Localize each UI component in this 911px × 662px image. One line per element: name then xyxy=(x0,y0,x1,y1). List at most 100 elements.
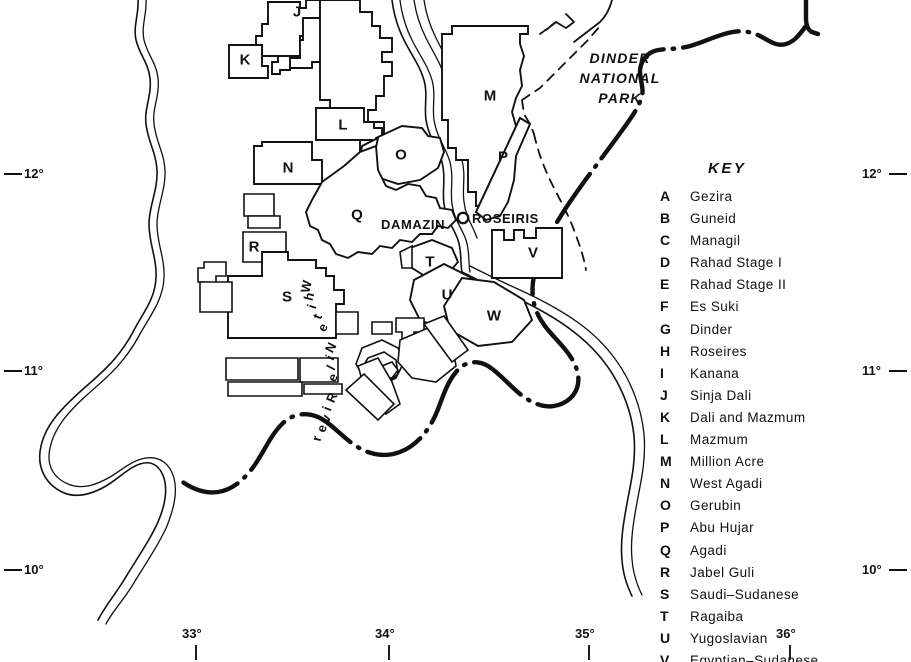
key-entry-t: T Ragaiba xyxy=(660,608,875,630)
lat-label-11-right: 11° xyxy=(862,363,881,378)
key-entry-b: B Guneid xyxy=(660,210,875,232)
key-entry-name: Kanana xyxy=(690,365,740,381)
key-entry-d: D Rahad Stage I xyxy=(660,254,875,276)
scheme-label-S: S xyxy=(281,288,293,306)
white-nile-river-shape xyxy=(39,0,177,625)
key-entry-o: O Gerubin xyxy=(660,497,875,519)
key-entry-m: M Million Acre xyxy=(660,453,875,475)
key-entry-letter: E xyxy=(660,276,670,293)
key-entry-name: Es Suki xyxy=(690,299,739,315)
key-entry-letter: U xyxy=(660,629,671,646)
key-entry-name: Rahad Stage II xyxy=(690,277,787,293)
key-entry-letter: B xyxy=(660,210,671,227)
key-entry-name: Roseires xyxy=(690,343,747,359)
key-entry-name: Yugoslavian xyxy=(690,630,768,646)
lat-label-11-left: 11° xyxy=(24,363,43,378)
key-entry-name: Dinder xyxy=(690,321,733,337)
key-entry-letter: I xyxy=(660,364,664,381)
key-entry-letter: D xyxy=(660,254,671,271)
key-entry-letter: T xyxy=(660,607,669,624)
key-entry-c: C Managil xyxy=(660,232,875,254)
park-label-line3: PARK xyxy=(598,90,642,106)
key-entry-q: Q Agadi xyxy=(660,542,875,564)
scheme-polygon-N xyxy=(253,141,323,185)
key-entry-i: I Kanana xyxy=(660,365,875,387)
scheme-label-V: V xyxy=(527,244,539,262)
key-entry-name: Guneid xyxy=(690,211,737,227)
scheme-polygon-W xyxy=(442,276,534,347)
key-entry-n: N West Agadi xyxy=(660,475,875,497)
key-entry-letter: L xyxy=(660,431,669,448)
park-label-dinder-national-park: DINDER NATIONAL PARK xyxy=(580,48,661,108)
key-entry-e: E Rahad Stage II xyxy=(660,276,875,298)
lat-label-12-left: 12° xyxy=(24,166,44,181)
key-entry-name: Managil xyxy=(690,233,741,249)
international-border xyxy=(177,0,821,495)
key-entry-letter: A xyxy=(660,188,671,204)
key-entry-name: Gerubin xyxy=(690,498,742,514)
key-entry-u: U Yugoslavian xyxy=(660,630,875,652)
scheme-polygon-S xyxy=(197,251,359,397)
key-entry-letter: R xyxy=(660,563,671,580)
scheme-label-N: N xyxy=(282,159,294,177)
lon-label-33: 33° xyxy=(182,626,202,641)
lon-label-36: 36° xyxy=(776,626,796,641)
key-entry-letter: F xyxy=(660,298,669,315)
key-entry-name: Mazmum xyxy=(690,432,749,448)
scheme-label-W: W xyxy=(486,307,502,325)
lat-label-10-right: 10° xyxy=(862,562,882,577)
key-entry-name: Abu Hujar xyxy=(690,520,755,536)
key-entry-l: L Mazmum xyxy=(660,431,875,453)
key-entry-letter: P xyxy=(660,519,670,536)
scheme-label-R: R xyxy=(248,238,260,256)
key-entry-h: H Roseires xyxy=(660,343,875,365)
key-entry-p: P Abu Hujar xyxy=(660,519,875,541)
key-entry-s: S Saudi–Sudanese xyxy=(660,586,875,608)
park-label-line2: NATIONAL xyxy=(579,70,661,86)
key-entry-f: F Es Suki xyxy=(660,298,875,320)
scheme-label-J: J xyxy=(292,3,302,21)
place-label-roseiris: ROSEIRIS xyxy=(472,211,539,226)
key-entry-name: West Agadi xyxy=(690,476,763,492)
dinder-park-boundary xyxy=(521,0,613,271)
scheme-label-P: P xyxy=(497,148,509,166)
key-entry-letter: C xyxy=(660,232,671,249)
scheme-label-U: U xyxy=(441,286,453,304)
scheme-label-T: T xyxy=(425,253,435,271)
key-entry-name: Agadi xyxy=(690,542,727,558)
key-entry-name: Million Acre xyxy=(690,454,765,470)
key-entry-name: Jabel Guli xyxy=(690,564,755,580)
key-entry-letter: S xyxy=(660,585,670,602)
key-entry-name: Saudi–Sudanese xyxy=(690,586,800,602)
scheme-label-L: L xyxy=(338,116,348,134)
lat-label-10-left: 10° xyxy=(24,562,44,577)
scheme-polygon-M xyxy=(441,25,529,207)
scheme-polygon-Q xyxy=(304,144,458,260)
place-label-damazin: DAMAZIN xyxy=(381,217,446,232)
scheme-polygon-K xyxy=(228,44,269,79)
key-entry-letter: H xyxy=(660,342,671,359)
lon-label-34: 34° xyxy=(375,626,395,641)
key-entry-letter: K xyxy=(660,408,671,425)
key-entry-letter: O xyxy=(660,497,671,514)
roseiris-city-dot xyxy=(456,211,470,225)
scheme-polygon-P xyxy=(474,116,532,222)
scheme-label-Q: Q xyxy=(351,206,363,224)
key-entry-name: Gezira xyxy=(690,189,733,204)
key-entry-a: A Gezira xyxy=(660,188,875,210)
key-entry-letter: V xyxy=(660,651,670,662)
key-entry-letter: Q xyxy=(660,541,671,558)
scheme-label-M: M xyxy=(483,87,497,105)
key-entry-r: R Jabel Guli xyxy=(660,564,875,586)
key-entry-name: Ragaiba xyxy=(690,608,744,624)
key-entry-name: Rahad Stage I xyxy=(690,255,783,271)
key-entry-letter: N xyxy=(660,475,671,492)
key-entry-letter: M xyxy=(660,453,672,470)
